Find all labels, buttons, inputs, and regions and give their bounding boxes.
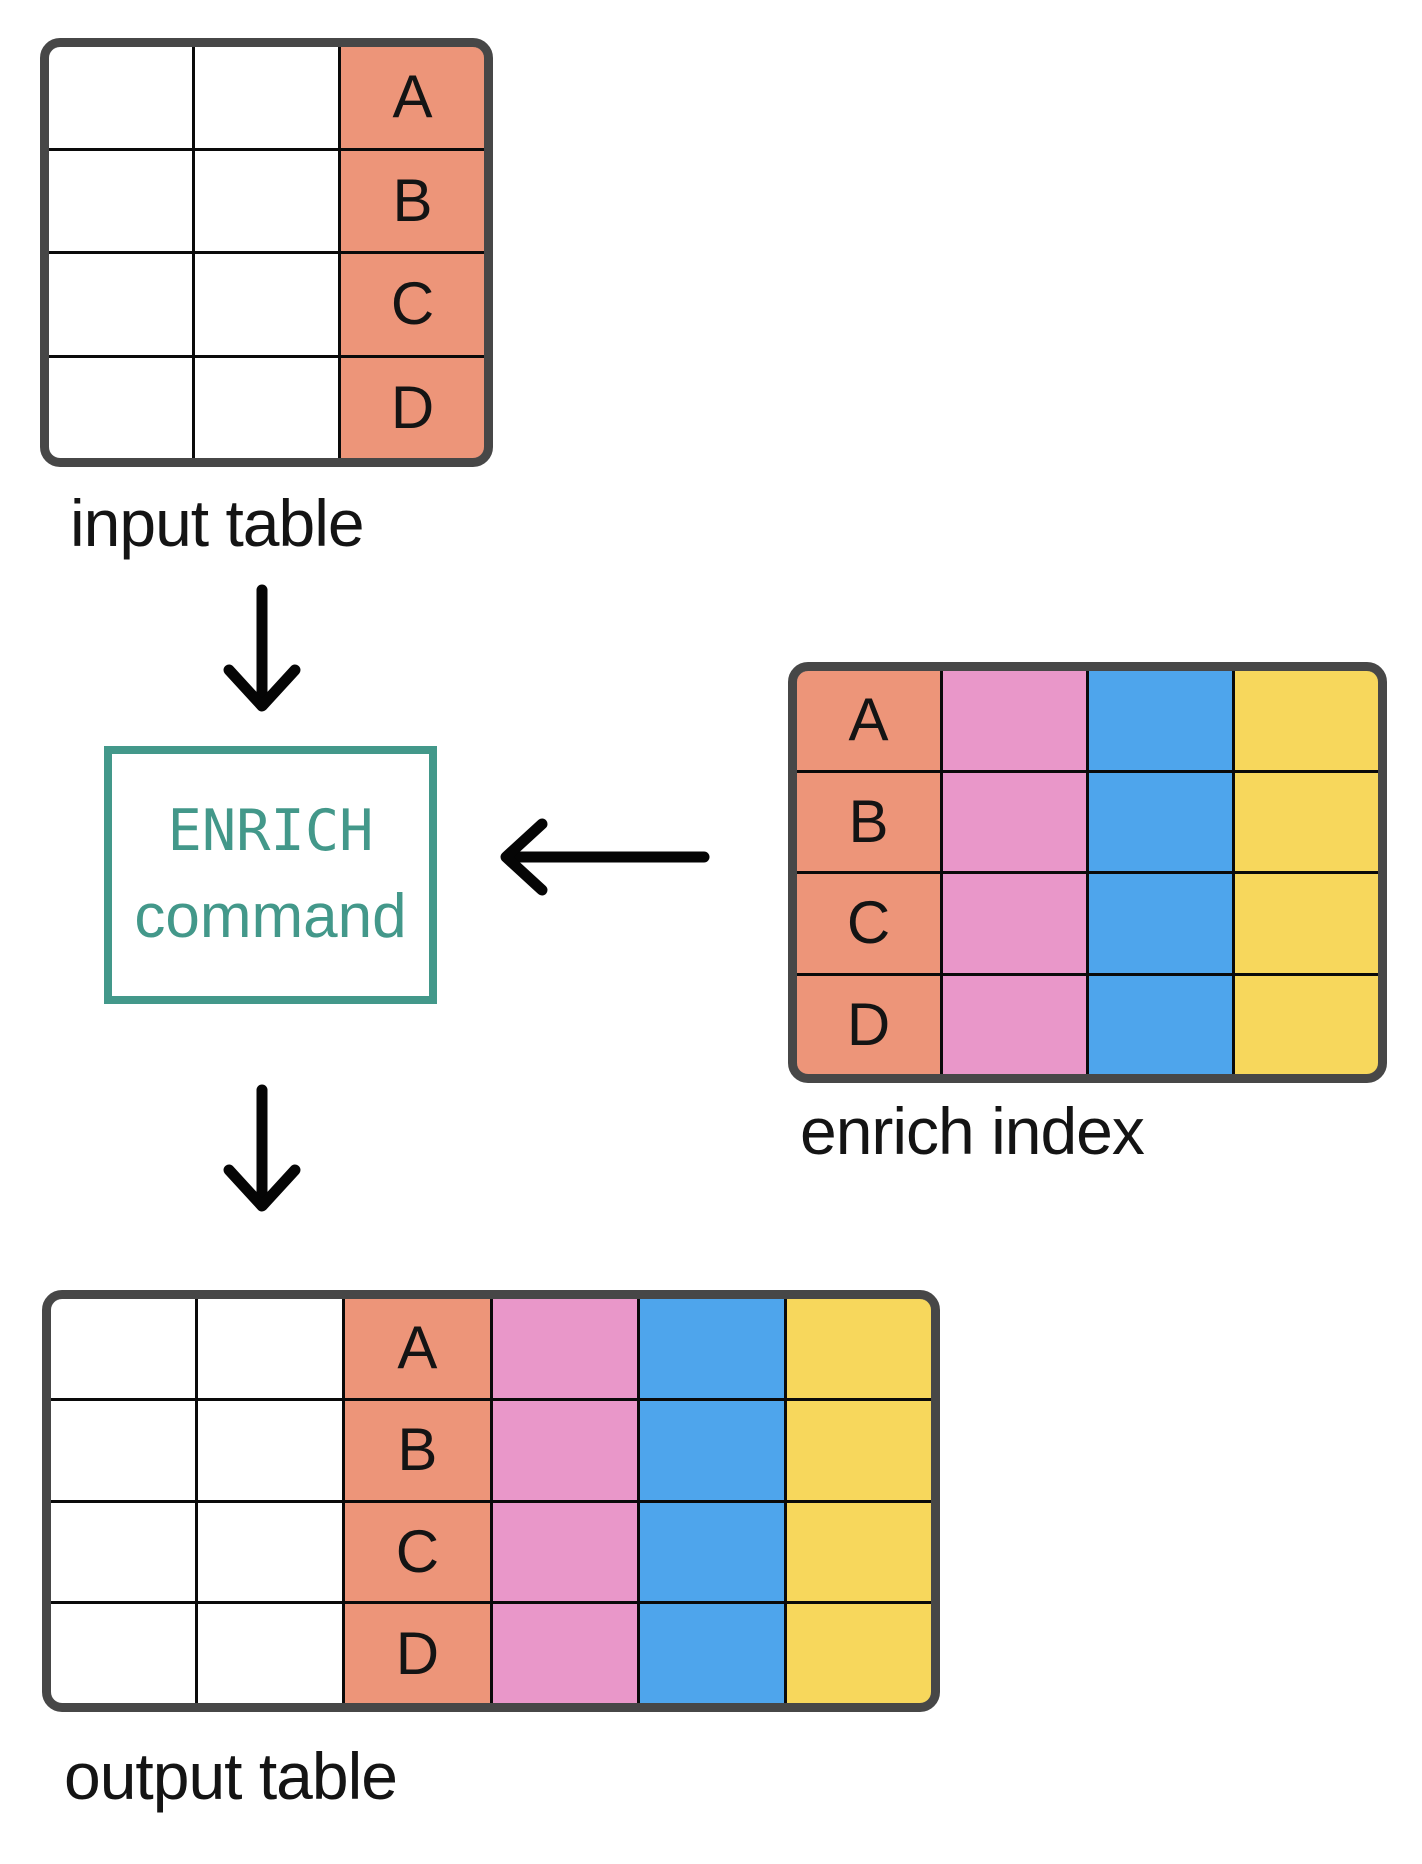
table-cell (198, 1299, 343, 1398)
table-cell (639, 1299, 784, 1398)
left-arrow-icon (498, 815, 710, 904)
enrich-command-keyword: ENRICH (167, 797, 374, 864)
key-cell: D (341, 357, 484, 458)
table-cell (49, 254, 192, 355)
table-cell (1089, 671, 1232, 770)
table-cell (198, 1502, 343, 1602)
key-cell: B (341, 150, 484, 251)
table-cell (51, 1400, 196, 1500)
table-cell (492, 1400, 637, 1500)
table-cell (786, 1604, 931, 1703)
table-cell (943, 975, 1086, 1074)
key-cell: A (797, 671, 940, 770)
key-cell: C (345, 1502, 490, 1602)
table-cell (639, 1502, 784, 1602)
table-cell (786, 1400, 931, 1500)
table-cell (51, 1502, 196, 1602)
table-cell (639, 1400, 784, 1500)
table-cell (195, 254, 338, 355)
table-cell (198, 1400, 343, 1500)
table-cell (943, 874, 1086, 973)
down-arrow-icon (214, 578, 310, 719)
table-cell (1089, 874, 1232, 973)
key-cell: C (341, 254, 484, 355)
table-cell (195, 47, 338, 148)
table-cell (195, 357, 338, 458)
enrich-index-label: enrich index (800, 1094, 1145, 1168)
table-cell (51, 1604, 196, 1703)
key-cell: D (345, 1604, 490, 1703)
enrich-command-box: ENRICH command (104, 746, 437, 1004)
table-cell (492, 1299, 637, 1398)
table-cell (1235, 772, 1378, 871)
down-arrow-icon (214, 1078, 310, 1219)
key-cell: D (797, 975, 940, 1074)
table-cell (639, 1604, 784, 1703)
table-cell (51, 1299, 196, 1398)
table-cell (943, 671, 1086, 770)
table-cell (195, 150, 338, 251)
table-cell (492, 1604, 637, 1703)
output-table-label: output table (64, 1739, 398, 1813)
table-cell (1235, 874, 1378, 973)
key-cell: C (797, 874, 940, 973)
key-cell: B (345, 1400, 490, 1500)
table-cell (943, 772, 1086, 871)
enrich-command-sublabel: command (134, 881, 407, 951)
key-cell: B (797, 772, 940, 871)
table-cell (198, 1604, 343, 1703)
key-cell: A (345, 1299, 490, 1398)
key-cell: A (341, 47, 484, 148)
table-cell (786, 1299, 931, 1398)
table-cell (1235, 975, 1378, 1074)
table-cell (1089, 772, 1232, 871)
table-cell (786, 1502, 931, 1602)
table-cell (49, 357, 192, 458)
table-cell (49, 150, 192, 251)
table-cell (1235, 671, 1378, 770)
table-cell (49, 47, 192, 148)
table-cell (492, 1502, 637, 1602)
table-cell (1089, 975, 1232, 1074)
input-table-label: input table (70, 486, 365, 560)
